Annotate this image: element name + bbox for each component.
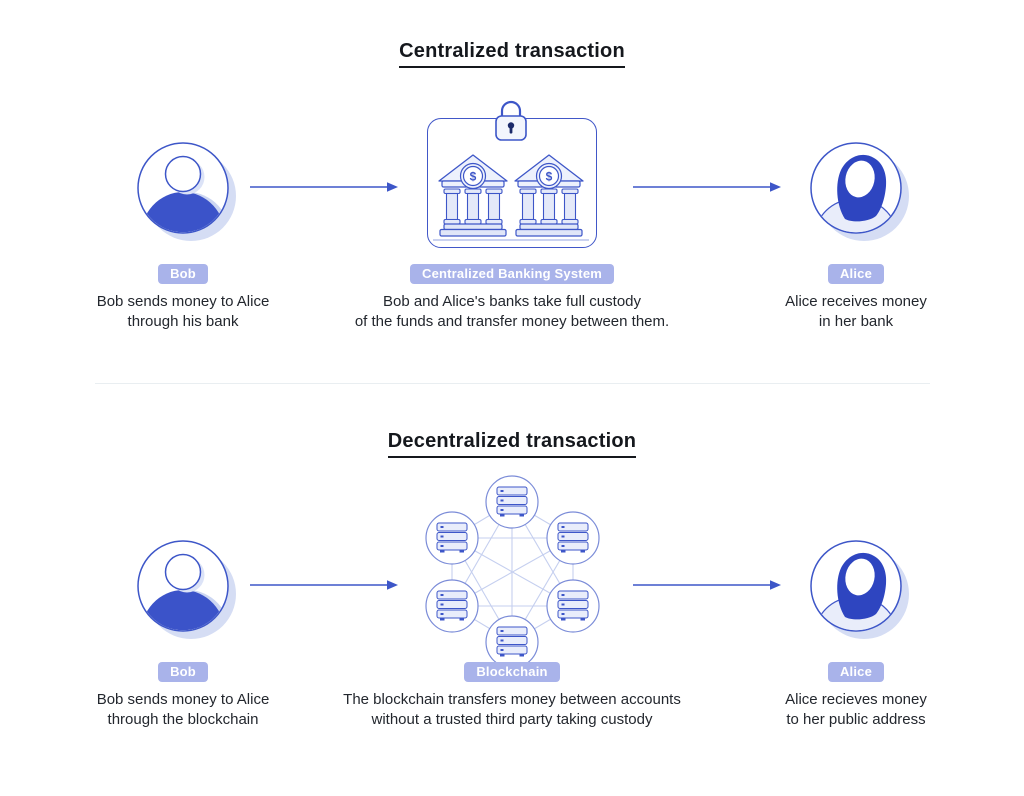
lock-icon: [495, 100, 527, 141]
bob-label-block: Bob Bob sends money to Alice through his…: [58, 264, 308, 332]
banking-system-caption: Bob and Alice's banks take full custody …: [354, 293, 670, 330]
alice-caption: Alice receives money in her bank: [785, 293, 927, 330]
alice-avatar-icon: [807, 139, 911, 243]
server-stack-icon: [496, 626, 528, 657]
banking-system-label-block: Centralized Banking System Bob and Alice…: [327, 264, 697, 332]
server-stack-icon: [436, 522, 468, 553]
section-divider: [95, 383, 930, 384]
blockchain-badge: Blockchain: [464, 662, 560, 682]
arrow-right-icon: [249, 180, 399, 194]
arrow-right-icon: [632, 578, 782, 592]
centralized-title: Centralized transaction: [0, 40, 1024, 68]
alice-badge: Alice: [827, 662, 885, 682]
centralized-banking-box: [427, 100, 597, 248]
bob-avatar-icon: [134, 139, 238, 243]
centralized-banking-system-badge: Centralized Banking System: [409, 264, 615, 284]
alice-label-block: Alice Alice receives money in her bank: [731, 264, 981, 332]
arrow-right-icon: [632, 180, 782, 194]
bob-avatar-icon: [134, 537, 238, 641]
server-stack-icon: [436, 590, 468, 621]
blockchain-label-block: Blockchain The blockchain transfers mone…: [327, 662, 697, 730]
alice-badge: Alice: [827, 264, 885, 284]
bob-label-block: Bob Bob sends money to Alice through the…: [58, 662, 308, 730]
alice-avatar-icon: [807, 537, 911, 641]
server-stack-icon: [557, 522, 589, 553]
decentralized-title: Decentralized transaction: [0, 430, 1024, 458]
server-stack-icon: [496, 486, 528, 517]
bob-caption: Bob sends money to Alice through the blo…: [96, 691, 270, 728]
alice-label-block: Alice Alice recieves money to her public…: [731, 662, 981, 730]
bob-badge: Bob: [158, 264, 208, 284]
blockchain-caption: The blockchain transfers money between a…: [343, 691, 681, 728]
bank-buildings-icon: [433, 154, 589, 241]
arrow-right-icon: [249, 578, 399, 592]
bob-caption: Bob sends money to Alice through his ban…: [96, 293, 270, 330]
alice-caption: Alice recieves money to her public addre…: [785, 691, 927, 728]
blockchain-network-icon: [425, 475, 600, 669]
server-stack-icon: [557, 590, 589, 621]
bob-badge: Bob: [158, 662, 208, 682]
